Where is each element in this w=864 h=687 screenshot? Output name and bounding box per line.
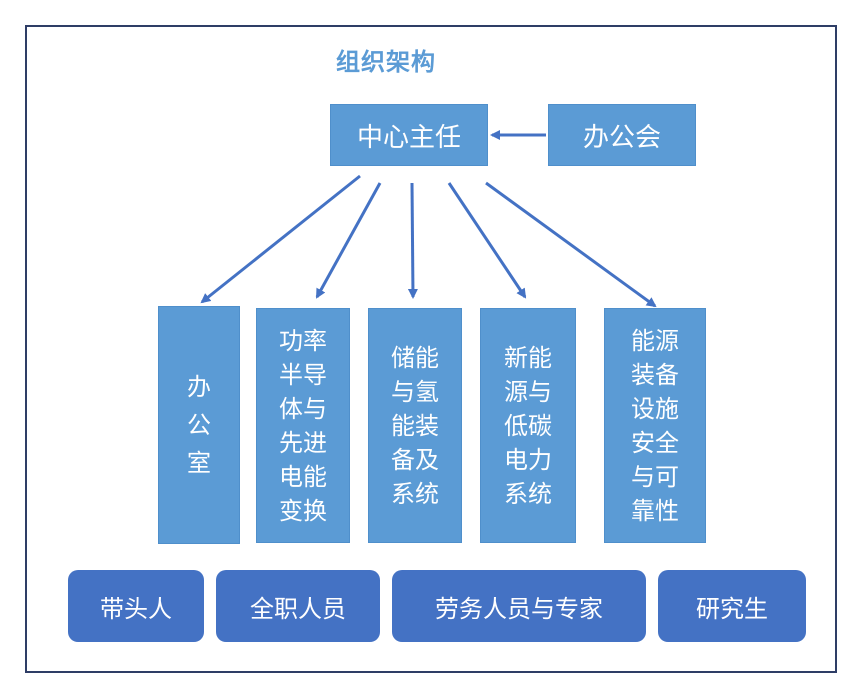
director-box: 中心主任 <box>330 104 488 166</box>
staff-fulltime-box: 全职人员 <box>216 570 380 642</box>
staff-contract-experts-label: 劳务人员与专家 <box>435 594 603 623</box>
arrow-director-to-power-semiconductor <box>315 182 382 299</box>
staff-contract-experts-box: 劳务人员与专家 <box>392 570 646 642</box>
dept-power-semiconductor-box: 功率半导体与先进电能变换 <box>256 308 350 543</box>
dept-energy-storage-label: 储能与氢能装备及系统 <box>391 343 439 508</box>
dept-safety-reliability-label: 能源装备设施安全与可靠性 <box>631 326 679 525</box>
dept-office-label: 办公室 <box>187 373 211 477</box>
arrow-director-to-safety-reliability <box>485 181 657 308</box>
dept-new-energy-box: 新能源与低碳电力系统 <box>480 308 576 543</box>
dept-office-box: 办公室 <box>158 306 240 544</box>
director-label: 中心主任 <box>356 122 461 153</box>
dept-power-semiconductor-label: 功率半导体与先进电能变换 <box>279 326 327 525</box>
dept-safety-reliability-box: 能源装备设施安全与可靠性 <box>604 308 706 543</box>
office-meeting-label: 办公会 <box>582 122 661 153</box>
staff-graduate-label: 研究生 <box>696 594 768 623</box>
staff-graduate-box: 研究生 <box>658 570 806 642</box>
dept-new-energy-label: 新能源与低碳电力系统 <box>504 343 552 508</box>
diagram-title: 组织架构 <box>336 48 436 76</box>
staff-fulltime-label: 全职人员 <box>250 594 346 623</box>
office-meeting-box: 办公会 <box>548 104 696 166</box>
arrow-director-to-energy-storage <box>407 182 418 299</box>
staff-leader-box: 带头人 <box>68 570 204 642</box>
dept-energy-storage-box: 储能与氢能装备及系统 <box>368 308 462 543</box>
diagram-frame <box>25 25 837 673</box>
arrow-director-to-office <box>200 174 361 304</box>
staff-leader-label: 带头人 <box>100 594 172 623</box>
arrow-director-to-new-energy <box>447 182 527 299</box>
